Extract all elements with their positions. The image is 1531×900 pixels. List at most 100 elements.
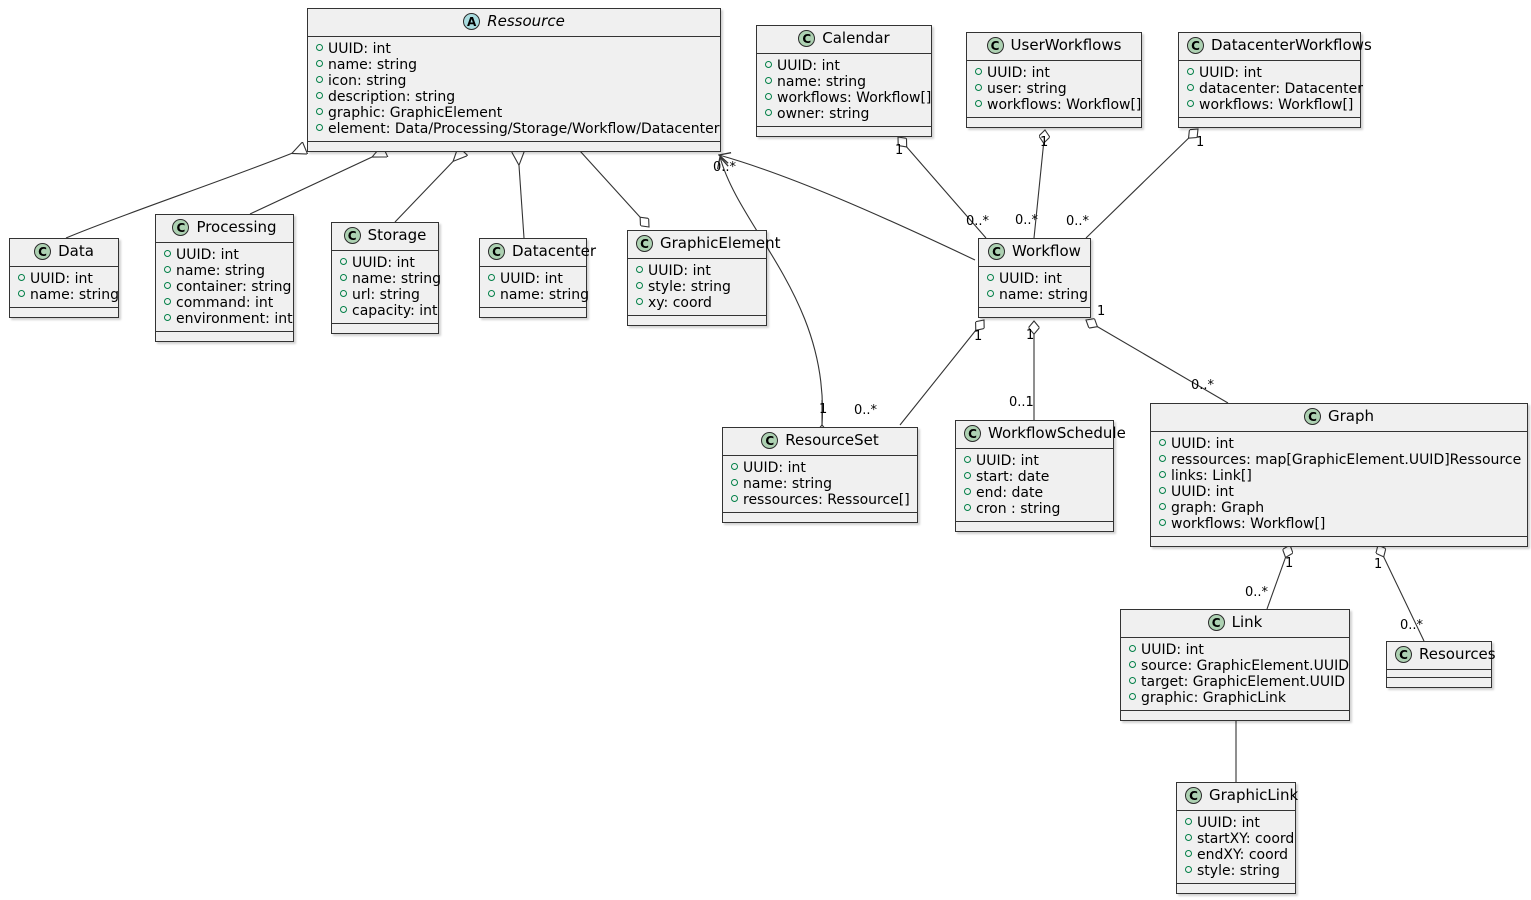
class-name-processing: Processing [196,218,277,236]
class-methods-link [1121,710,1349,720]
class-methods-processing [156,331,293,341]
attribute-row: endXY: coord [1185,847,1289,863]
attribute-text: url: string [352,286,420,303]
class-stereotype-icon: C [988,243,1006,260]
class-stereotype-icon: C [343,227,361,244]
attribute-text: UUID: int [176,246,239,263]
multiplicity-m-workflow-rs: 1 [974,329,983,344]
multiplicity-m-ressource-right: 0..* [713,160,737,175]
visibility-public-icon [316,124,323,131]
edge-datacenter-inherits-ressource [518,151,524,239]
attribute-row: environment: int [164,311,293,327]
class-stereotype-icon: C [1187,37,1204,54]
multiplicity-m-graph-wf: 0..* [1191,378,1215,393]
attribute-text: workflows: Workflow[] [1171,515,1326,532]
visibility-public-icon [316,108,323,115]
attribute-row: owner: string [765,106,925,122]
attribute-row: command: int [164,295,287,311]
attribute-text: name: string [30,286,120,303]
visibility-public-icon [1159,439,1166,446]
visibility-public-icon [316,92,323,99]
class-header-storage: C Storage [332,223,438,251]
attribute-text: style: string [648,278,731,295]
multiplicity-m-userworkflows: 1 [1040,135,1049,150]
attribute-text: start: date [976,468,1050,485]
visibility-public-icon [340,290,347,297]
attribute-row: UUID: int [488,271,580,287]
attribute-row: element: Data/Processing/Storage/Workflo… [316,121,719,137]
attribute-row: UUID: int [18,271,112,287]
visibility-public-icon [1185,850,1192,857]
attribute-row: style: string [1185,863,1289,879]
class-name-resources: Resources [1419,645,1496,663]
visibility-public-icon [340,274,347,281]
attribute-text: container: string [176,278,292,295]
class-header-graphicelement: C GraphicElement [628,231,781,259]
attribute-text: name: string [500,286,590,303]
class-name-data: Data [58,242,94,260]
multiplicity-m-workflow-ws: 1 [1026,328,1035,343]
multiplicity-m-graph-link: 1 [1285,556,1294,571]
class-name-graphicelement: GraphicElement [660,234,781,252]
visibility-public-icon [765,61,772,68]
attribute-text: workflows: Workflow[] [1199,96,1354,113]
attribute-row: graphic: GraphicLink [1129,690,1343,706]
attribute-row: UUID: int [1129,642,1343,658]
attribute-row: container: string [164,279,291,295]
class-stereotype-icon: C [636,235,653,252]
visibility-public-icon [1159,471,1166,478]
attribute-text: UUID: int [30,270,93,287]
attribute-row: UUID: int [975,65,1135,81]
attribute-text: icon: string [328,72,407,89]
attribute-row: capacity: int [340,303,438,319]
attribute-text: element: Data/Processing/Storage/Workflo… [328,120,720,137]
attribute-text: graph: Graph [1171,499,1265,516]
attribute-row: workflows: Workflow[] [1187,97,1354,113]
visibility-public-icon [1187,100,1194,107]
class-methods-userworkflows [967,117,1141,127]
class-name-datacenterworkflows: DatacenterWorkflows [1211,36,1372,54]
multiplicity-m-graph-res: 1 [1374,557,1383,572]
class-name-storage: Storage [367,226,427,244]
class-name-ressource: Ressource [487,12,565,30]
attribute-text: user: string [987,80,1067,97]
edge-datacenterworkflows-aggregates-workflow [1085,129,1198,239]
edge-processing-inherits-ressource [249,151,385,215]
multiplicity-m-workflow-dc: 0..* [1066,214,1090,229]
visibility-public-icon [964,456,971,463]
edge-workflow-aggregates-resourceset [899,320,984,426]
visibility-public-icon [964,504,971,511]
class-stereotype-icon: C [798,30,816,47]
attribute-row: workflows: Workflow[] [975,97,1141,113]
attribute-text: environment: int [176,310,293,327]
multiplicity-m-ws-top: 0..1 [1009,395,1034,410]
class-methods-resources [1387,677,1491,687]
class-methods-ressource [308,141,720,151]
attribute-row: UUID: int [636,263,760,279]
